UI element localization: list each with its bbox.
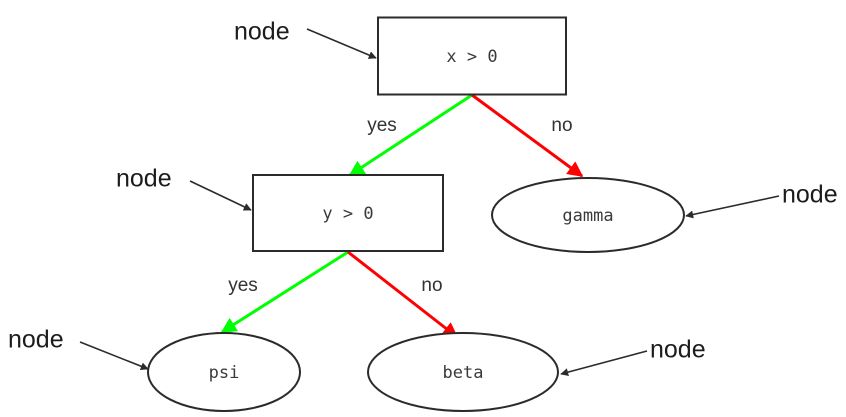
annotation-label-gamma: node <box>782 181 838 209</box>
node-psi[interactable] <box>147 332 301 412</box>
edge-label-group: yes no yes no <box>228 115 572 296</box>
node-beta[interactable] <box>367 332 559 412</box>
edge-label-inner-no: no <box>421 275 442 296</box>
edge-group <box>220 93 584 339</box>
annotation-label-psi: node <box>8 326 64 354</box>
annotation-group: node node node node node <box>8 18 838 377</box>
annotation-label-inner: node <box>116 165 172 193</box>
annotation-leader-root <box>306 28 377 59</box>
edge-inner-yes <box>220 250 349 334</box>
edge-label-inner-yes: yes <box>228 275 258 296</box>
edge-root-yes <box>348 93 473 177</box>
node-inner-label: y > 0 <box>322 204 373 224</box>
annotation-label-root: node <box>234 18 290 46</box>
edge-label-root-yes: yes <box>367 115 397 136</box>
node-gamma-label: gamma <box>562 206 613 226</box>
annotation-leader-beta <box>560 350 648 377</box>
node-inner[interactable] <box>252 174 444 252</box>
annotation-label-beta: node <box>650 336 706 364</box>
annotation-leader-gamma <box>685 195 780 219</box>
node-beta-label: beta <box>443 363 484 383</box>
edge-inner-no <box>347 250 459 339</box>
node-psi-label: psi <box>209 363 240 383</box>
node-root[interactable] <box>377 16 567 96</box>
annotation-leader-inner <box>189 180 252 211</box>
annotation-leader-psi <box>79 341 149 371</box>
edge-root-no <box>471 93 584 178</box>
node-group: x > 0 y > 0 gamma psi beta <box>147 16 685 412</box>
node-root-label: x > 0 <box>446 47 497 67</box>
node-gamma[interactable] <box>491 177 685 253</box>
edge-label-root-no: no <box>551 115 572 136</box>
